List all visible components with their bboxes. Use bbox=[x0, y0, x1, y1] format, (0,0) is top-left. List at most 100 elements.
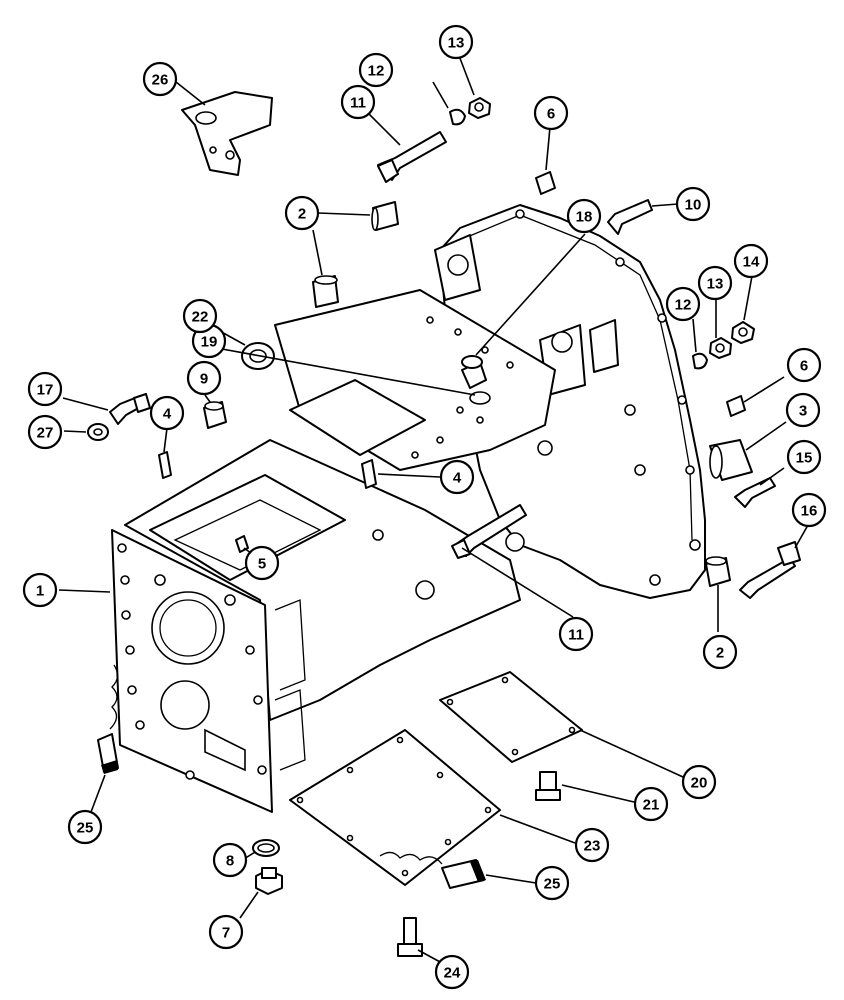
callout-circle bbox=[22, 572, 58, 608]
callout-circle bbox=[244, 545, 280, 581]
callout-number: 1 bbox=[36, 583, 44, 600]
callout-24: 24 bbox=[434, 954, 470, 990]
callout-25: 25 bbox=[67, 809, 103, 845]
callouts: 1223445667891011111212131314151617181920… bbox=[22, 24, 827, 990]
callout-circle bbox=[27, 371, 63, 407]
callout-circle bbox=[358, 52, 394, 88]
callout-number: 16 bbox=[801, 503, 818, 520]
callout-6: 6 bbox=[786, 347, 822, 383]
callout-12: 12 bbox=[358, 52, 394, 88]
callout-circle bbox=[534, 865, 570, 901]
callout-circle bbox=[284, 195, 320, 231]
callout-number: 19 bbox=[201, 334, 218, 351]
callout-circle bbox=[697, 265, 733, 301]
callout-26: 26 bbox=[142, 61, 178, 97]
callout-number: 21 bbox=[643, 797, 660, 814]
callout-7: 7 bbox=[208, 914, 244, 950]
callout-circle bbox=[27, 414, 63, 450]
callout-circle bbox=[434, 954, 470, 990]
callout-number: 11 bbox=[350, 95, 366, 112]
callout-20: 20 bbox=[681, 764, 717, 800]
callout-number: 8 bbox=[226, 853, 234, 870]
callout-13: 13 bbox=[438, 24, 474, 60]
callout-number: 24 bbox=[444, 965, 461, 982]
callout-circle bbox=[438, 24, 474, 60]
callout-circle bbox=[681, 764, 717, 800]
callout-6: 6 bbox=[533, 95, 569, 131]
callout-27: 27 bbox=[27, 414, 63, 450]
callout-number: 27 bbox=[37, 425, 54, 442]
callout-circle bbox=[67, 809, 103, 845]
callout-number: 13 bbox=[448, 35, 465, 52]
callout-number: 14 bbox=[743, 254, 760, 271]
callout-11: 11 bbox=[558, 616, 594, 652]
callout-15: 15 bbox=[786, 439, 822, 475]
bracket-part-26 bbox=[181, 91, 273, 176]
callout-3: 3 bbox=[785, 392, 821, 428]
callout-number: 9 bbox=[200, 371, 208, 388]
callout-number: 15 bbox=[796, 450, 813, 467]
callout-14: 14 bbox=[733, 243, 769, 279]
callout-22: 22 bbox=[182, 298, 218, 334]
leader-lines bbox=[58, 52, 809, 964]
callout-5: 5 bbox=[244, 545, 280, 581]
callout-1: 1 bbox=[22, 572, 58, 608]
callout-number: 22 bbox=[192, 309, 209, 326]
callout-18: 18 bbox=[566, 198, 602, 234]
callout-circle bbox=[785, 392, 821, 428]
callout-number: 25 bbox=[544, 876, 561, 893]
callout-circle bbox=[702, 634, 738, 670]
tags bbox=[97, 664, 486, 889]
callout-4: 4 bbox=[439, 459, 475, 495]
transmission-housing bbox=[111, 204, 706, 813]
callout-number: 13 bbox=[707, 276, 724, 293]
callout-number: 5 bbox=[258, 556, 266, 573]
callout-11: 11 bbox=[340, 84, 376, 120]
callout-circle bbox=[791, 492, 827, 528]
callout-21: 21 bbox=[633, 786, 669, 822]
callout-23: 23 bbox=[574, 827, 610, 863]
callout-8: 8 bbox=[212, 842, 248, 878]
callout-circle bbox=[208, 914, 244, 950]
callout-number: 4 bbox=[163, 406, 172, 423]
callout-circle bbox=[633, 786, 669, 822]
callout-circle bbox=[558, 616, 594, 652]
callout-circle bbox=[574, 827, 610, 863]
fasteners bbox=[87, 97, 801, 957]
callout-10: 10 bbox=[675, 186, 711, 222]
callout-circle bbox=[182, 298, 218, 334]
callout-4: 4 bbox=[149, 395, 185, 431]
callout-circle bbox=[665, 286, 701, 322]
callout-number: 25 bbox=[77, 820, 94, 837]
callout-circle bbox=[733, 243, 769, 279]
callout-number: 20 bbox=[691, 775, 708, 792]
callout-number: 12 bbox=[675, 297, 692, 314]
callout-circle bbox=[786, 347, 822, 383]
callout-13: 13 bbox=[697, 265, 733, 301]
callout-circle bbox=[142, 61, 178, 97]
callout-25: 25 bbox=[534, 865, 570, 901]
callout-12: 12 bbox=[665, 286, 701, 322]
callout-number: 17 bbox=[37, 382, 54, 399]
callout-circle bbox=[186, 360, 222, 396]
callout-circle bbox=[533, 95, 569, 131]
callout-number: 7 bbox=[222, 925, 230, 942]
callout-circle bbox=[786, 439, 822, 475]
callout-number: 23 bbox=[584, 838, 601, 855]
callout-number: 11 bbox=[568, 627, 584, 644]
callout-number: 2 bbox=[716, 645, 724, 662]
callout-number: 6 bbox=[547, 106, 555, 123]
callout-17: 17 bbox=[27, 371, 63, 407]
callout-circle bbox=[212, 842, 248, 878]
callout-circle bbox=[340, 84, 376, 120]
callout-circle bbox=[566, 198, 602, 234]
callout-circle bbox=[675, 186, 711, 222]
callout-2: 2 bbox=[284, 195, 320, 231]
callout-circle bbox=[149, 395, 185, 431]
callout-number: 4 bbox=[453, 470, 462, 487]
cover-plates bbox=[289, 671, 583, 886]
callout-number: 10 bbox=[685, 197, 702, 214]
callout-number: 6 bbox=[800, 358, 808, 375]
callout-number: 2 bbox=[298, 206, 306, 223]
